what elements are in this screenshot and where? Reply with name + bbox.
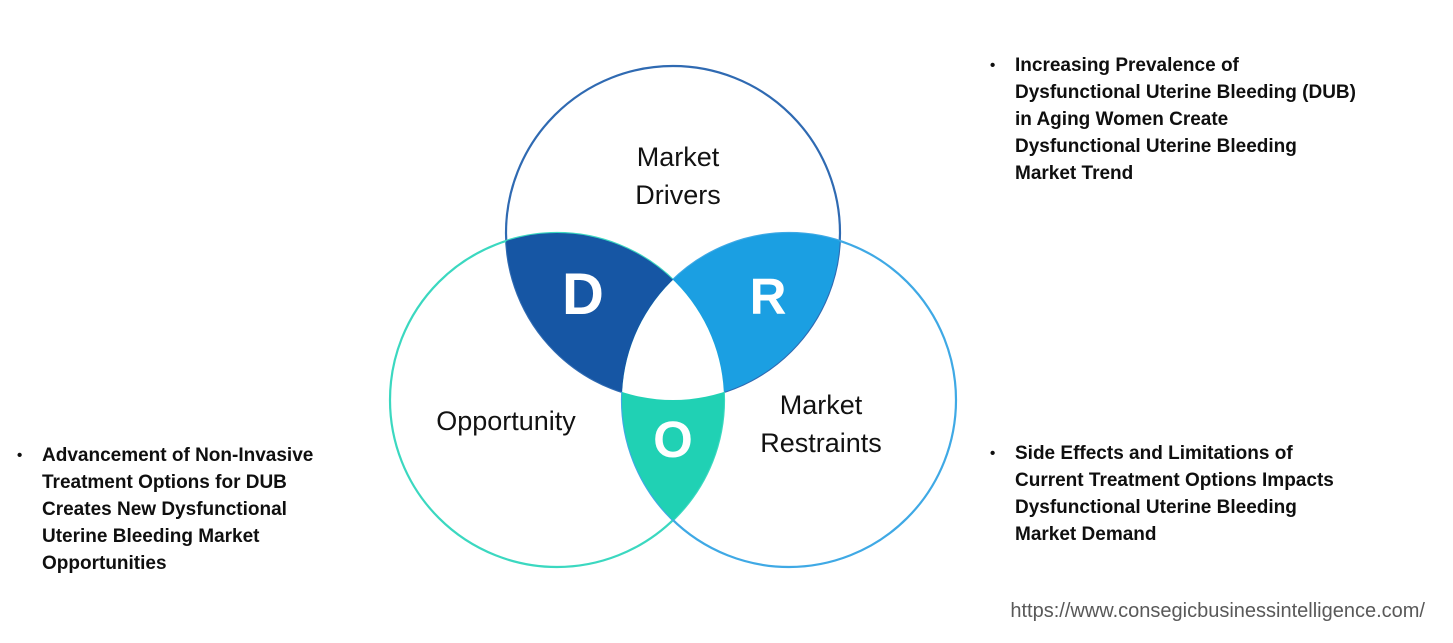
overlap-letter-d: D: [562, 262, 604, 327]
bullet-text-market-trend: Increasing Prevalence of Dysfunctional U…: [1015, 55, 1356, 184]
bullet-icon: •: [990, 445, 996, 462]
bullet-icon: •: [17, 447, 23, 464]
bullet-icon: •: [990, 57, 996, 74]
bullet-item-market-restraint: • Side Effects and Limitations of Curren…: [990, 440, 1440, 548]
overlap-letter-r: R: [749, 268, 787, 325]
opportunity-label: Opportunity: [436, 406, 576, 436]
market-drivers-label: Market Drivers: [635, 142, 721, 210]
source-url: https://www.consegicbusinessintelligence…: [1010, 600, 1425, 622]
bullet-item-market-opportunity: • Advancement of Non-Invasive Treatment …: [17, 442, 397, 577]
market-restraints-label: Market Restraints: [760, 390, 882, 458]
r-overlap-region: [622, 233, 840, 400]
overlap-letter-o: O: [653, 411, 693, 468]
bullet-text-market-restraint: Side Effects and Limitations of Current …: [1015, 443, 1334, 545]
bullet-item-market-trend: • Increasing Prevalence of Dysfunctional…: [990, 52, 1440, 187]
d-overlap-region: [506, 233, 724, 400]
bullet-text-market-opportunity: Advancement of Non-Invasive Treatment Op…: [42, 445, 314, 574]
